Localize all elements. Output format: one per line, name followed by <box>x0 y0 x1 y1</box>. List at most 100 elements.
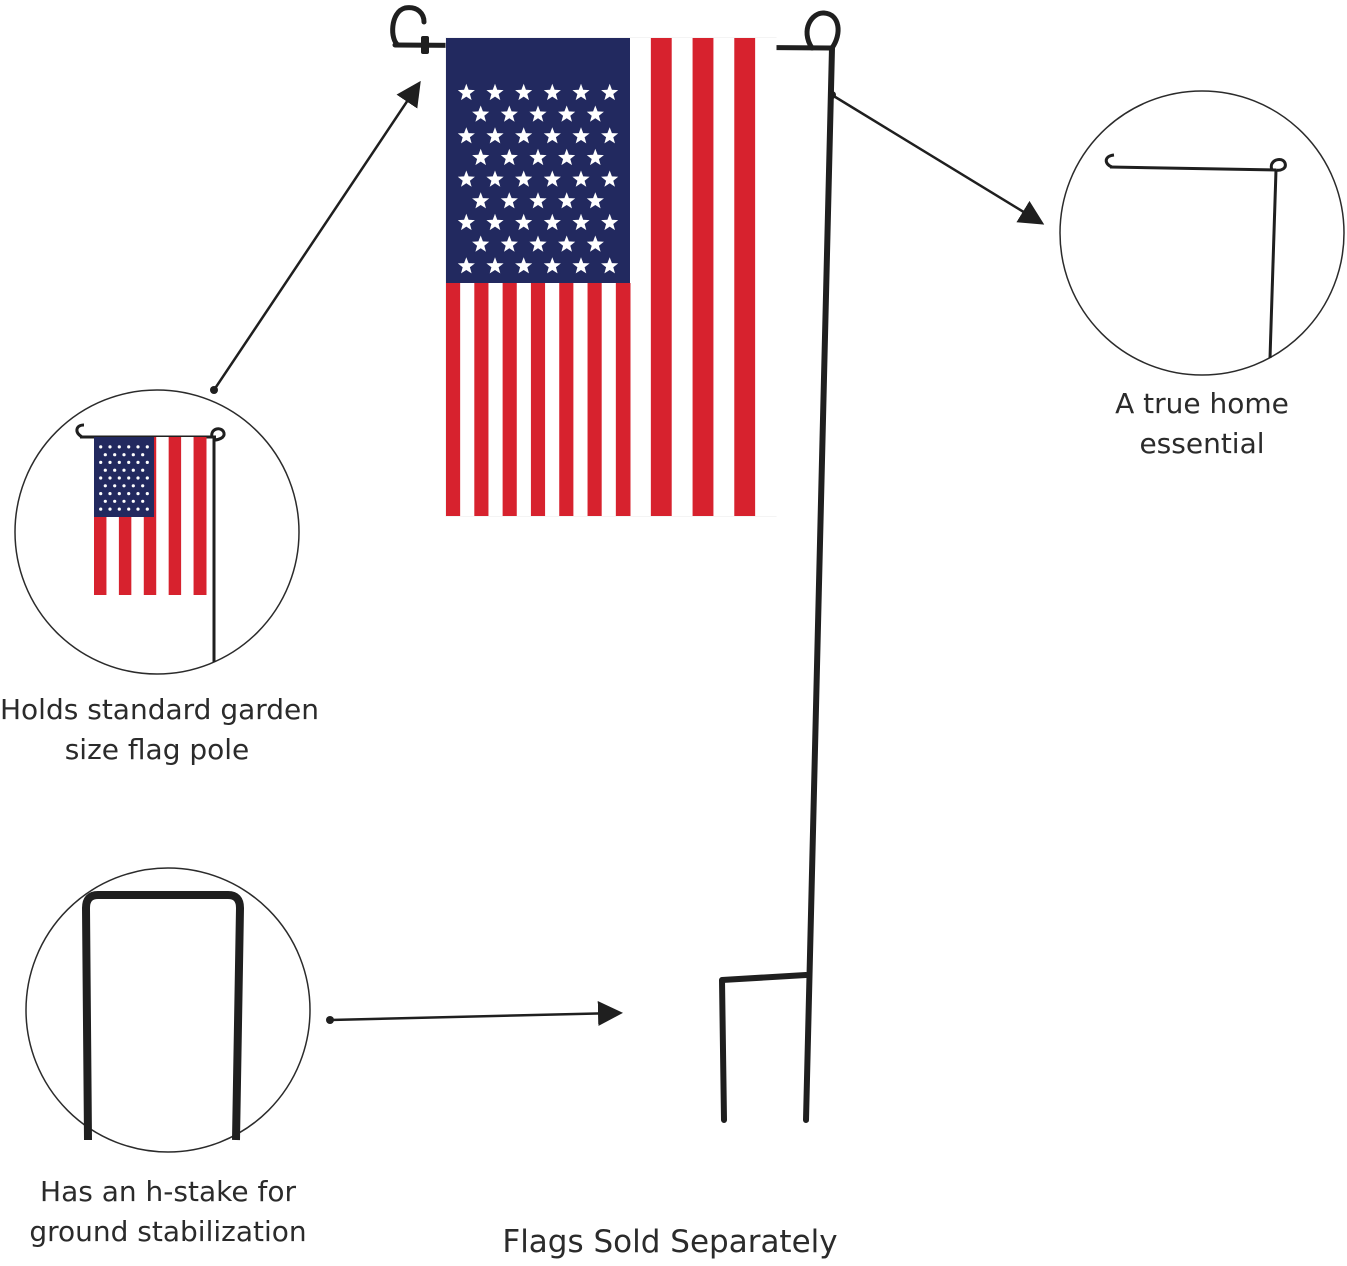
mini-flag-star <box>145 476 149 480</box>
flag-star <box>601 83 619 101</box>
flag-star <box>457 170 475 187</box>
mini-flag-star <box>127 460 131 464</box>
mini-flag-stripe <box>168 437 182 595</box>
flag-star <box>500 105 518 122</box>
mini-flag-canton <box>94 437 154 517</box>
flag-star <box>529 235 547 252</box>
flag-star <box>457 257 475 274</box>
mini-flag-star <box>99 507 103 511</box>
mini-flag-star <box>117 445 121 449</box>
mini-flag-star <box>131 484 135 488</box>
callout-arrow-home <box>831 93 1045 225</box>
mini-flag-star <box>122 499 126 503</box>
flag-star <box>515 83 533 101</box>
flag-star <box>486 257 504 274</box>
flag-stripe <box>713 38 735 516</box>
flag-star <box>486 170 504 187</box>
mini-flag-star <box>103 468 107 472</box>
mini-flag-star <box>117 492 121 496</box>
flag-star <box>486 127 504 144</box>
flag-star <box>586 105 604 122</box>
mini-flag-star <box>136 507 140 511</box>
mini-flag-star <box>103 499 107 503</box>
caption-home-line-2: essential <box>1139 427 1265 460</box>
flag-star <box>572 127 590 144</box>
flag-star <box>472 105 490 122</box>
flag-star <box>572 170 590 187</box>
caption-flag-pole: Holds standard garden size flag pole <box>0 690 319 770</box>
flag-star <box>472 148 490 166</box>
flag-star <box>500 148 518 166</box>
caption-h-stake-line-1: Has an h-stake for <box>40 1175 296 1208</box>
flag-star <box>472 192 490 209</box>
flag-star <box>601 170 619 187</box>
flag-stripe <box>615 283 631 516</box>
flag-stripe <box>559 283 574 516</box>
caption-h-stake-line-2: ground stabilization <box>29 1215 307 1248</box>
mini-flag-star <box>99 445 103 449</box>
mini-flag-star <box>131 453 135 457</box>
flag-star <box>572 257 590 274</box>
flag-star <box>543 127 561 144</box>
mini-flag-star <box>113 453 117 457</box>
mini-flag-star <box>117 476 121 480</box>
flag-stripe <box>516 283 532 516</box>
caption-h-stake: Has an h-stake for ground stabilization <box>18 1172 318 1252</box>
mini-flag-star <box>122 484 126 488</box>
flag-star <box>486 213 504 231</box>
flag-stripe <box>650 38 673 516</box>
mini-flag-star <box>108 460 112 464</box>
mini-flag-star <box>122 453 126 457</box>
flag-star <box>586 148 604 166</box>
mini-flag-star <box>145 445 149 449</box>
mini-flag-star <box>113 484 117 488</box>
mini-flag-star <box>127 492 131 496</box>
mini-flag-star <box>145 460 149 464</box>
flag-star <box>515 127 533 144</box>
flag-star <box>601 213 619 231</box>
caption-home-line-1: A true home <box>1115 387 1289 420</box>
flags-sold-separately-note: Flags Sold Separately <box>502 1224 838 1260</box>
detail-circle-h-stake <box>25 867 311 1153</box>
mini-flag-star <box>108 492 112 496</box>
flag-star <box>586 235 604 252</box>
mini-flag-star <box>117 507 121 511</box>
flag-star <box>586 192 604 209</box>
flag-stripe <box>474 283 489 516</box>
flag-stripe <box>446 283 461 516</box>
flag-star <box>457 213 475 231</box>
flag-stripe <box>488 283 504 516</box>
mini-flag-star <box>141 499 145 503</box>
mini-flag-star <box>136 460 140 464</box>
mini-flag-star <box>99 460 103 464</box>
mini-flag-star <box>127 476 131 480</box>
mini-flag-star <box>141 484 145 488</box>
flag-stripe <box>573 283 589 516</box>
mini-flag-star <box>113 499 117 503</box>
mini-flag-star <box>136 492 140 496</box>
flag-star <box>558 105 576 122</box>
mini-flag-star <box>122 468 126 472</box>
detail-circle-stand-top <box>1059 90 1345 376</box>
mini-flag-star <box>103 453 107 457</box>
flag-star <box>500 235 518 252</box>
flag-stripe <box>755 38 777 516</box>
flag-stripe <box>460 283 475 516</box>
flag-stripe <box>587 283 603 516</box>
flag-star <box>515 257 533 274</box>
mini-flag-star <box>127 507 131 511</box>
mini-flag-star <box>131 499 135 503</box>
mini-flag-stripe <box>193 437 207 595</box>
mini-flag-star <box>99 476 103 480</box>
caption-home-essential: A true home essential <box>1060 384 1344 464</box>
flag-star <box>558 192 576 209</box>
flag-stripe <box>545 283 560 516</box>
flag-stripe <box>630 38 652 516</box>
flag-star <box>472 235 490 252</box>
flag-star <box>457 83 475 101</box>
flag-star <box>515 213 533 231</box>
flag-star <box>529 192 547 209</box>
mini-flag-star <box>136 445 140 449</box>
flag-star <box>558 235 576 252</box>
